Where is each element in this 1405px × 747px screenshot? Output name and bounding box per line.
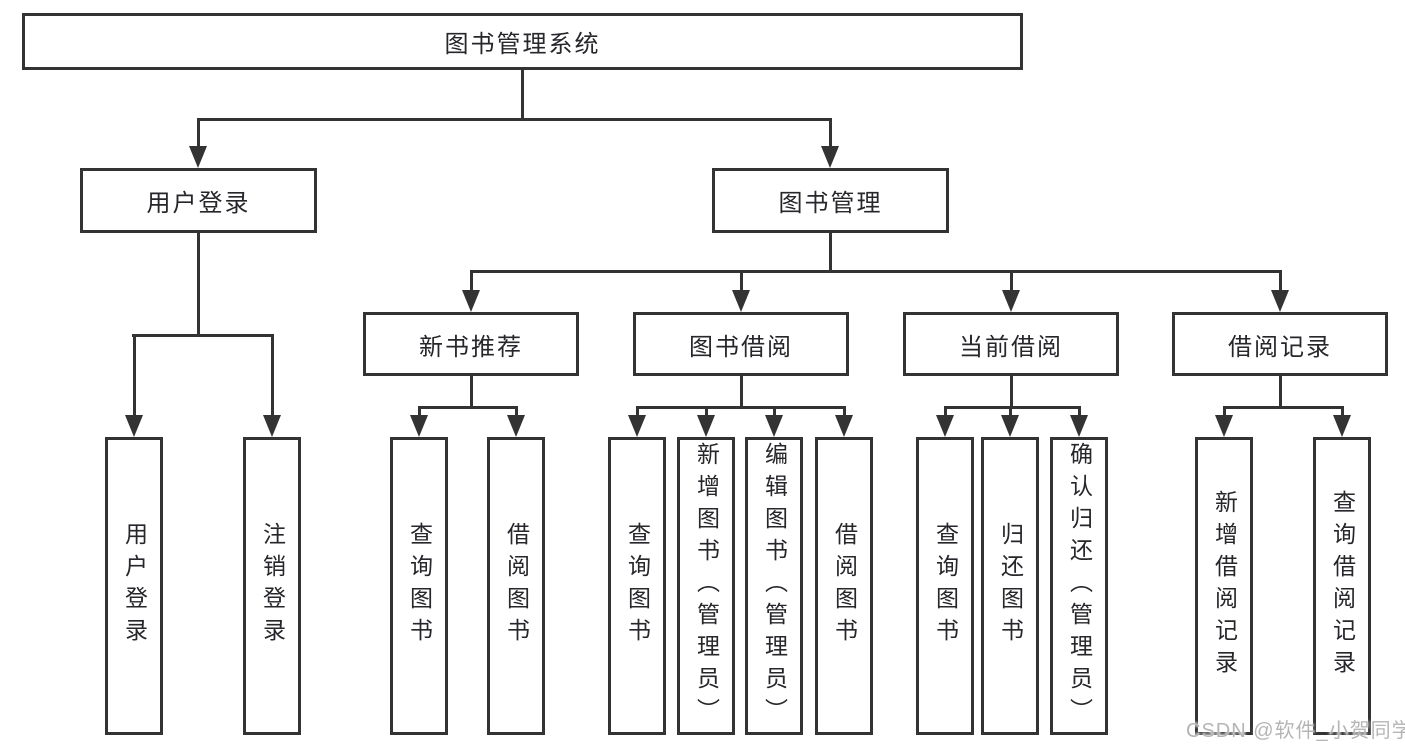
- arrow-down-icon: [507, 415, 525, 437]
- connector-line: [843, 406, 846, 420]
- connector-line: [197, 233, 200, 336]
- connector-line: [1010, 270, 1013, 292]
- connector-line: [636, 406, 639, 420]
- arrow-down-icon: [936, 415, 954, 437]
- node-label: 新书推荐: [419, 333, 523, 361]
- node-label: 查询图书: [406, 522, 433, 650]
- node-label: 图书借阅: [689, 333, 793, 361]
- node-label: 注销登录: [259, 522, 286, 650]
- node-label: 借阅记录: [1228, 333, 1332, 361]
- node-current-borrowing: 当前借阅: [903, 312, 1119, 376]
- node-label: 用户登录: [146, 190, 251, 217]
- connector-line: [197, 118, 832, 121]
- arrow-down-icon: [821, 146, 839, 168]
- arrow-down-icon: [765, 415, 783, 437]
- node-user-login: 用户登录: [80, 168, 317, 233]
- node-label: 图书管理系统: [444, 31, 601, 58]
- node-book-management: 图书管理: [712, 168, 949, 233]
- connector-line: [271, 334, 274, 418]
- arrow-down-icon: [1271, 290, 1289, 312]
- connector-line: [740, 375, 743, 408]
- node-label: 归还图书: [997, 522, 1024, 650]
- node-label: 确认归还（管理员）: [1066, 442, 1093, 730]
- connector-line: [1078, 406, 1081, 420]
- connector-line: [1279, 270, 1282, 292]
- node-label: 编辑图书（管理员）: [761, 442, 788, 730]
- node-label: 用户登录: [121, 522, 148, 650]
- arrow-down-icon: [1070, 415, 1088, 437]
- node-borrowing-records: 借阅记录: [1172, 312, 1388, 376]
- node-confirm-return-admin: 确认归还（管理员）: [1050, 437, 1108, 735]
- node-label: 查询借阅记录: [1329, 490, 1356, 682]
- watermark: CSDN @软件_小贺同学: [1186, 720, 1405, 742]
- arrow-down-icon: [697, 415, 715, 437]
- node-label: 借阅图书: [503, 522, 530, 650]
- connector-line: [470, 270, 473, 292]
- connector-line: [1009, 406, 1012, 420]
- connector-line: [773, 406, 776, 420]
- arrow-down-icon: [628, 415, 646, 437]
- connector-line: [418, 406, 421, 420]
- arrow-down-icon: [1001, 415, 1019, 437]
- connector-line: [418, 406, 518, 409]
- node-query-borrow-record: 查询借阅记录: [1313, 437, 1371, 735]
- arrow-down-icon: [125, 415, 143, 437]
- connector-line: [705, 406, 708, 420]
- node-return-book: 归还图书: [981, 437, 1039, 735]
- arrow-down-icon: [1002, 290, 1020, 312]
- arrow-down-icon: [1215, 415, 1233, 437]
- node-borrow-books-action: 借阅图书: [815, 437, 873, 735]
- node-library-system: 图书管理系统: [22, 13, 1023, 70]
- connector-line: [829, 118, 832, 152]
- arrow-down-icon: [410, 415, 428, 437]
- node-label: 查询图书: [624, 522, 651, 650]
- connector-line: [470, 270, 1282, 273]
- node-logout: 注销登录: [243, 437, 301, 735]
- node-query-books-borrow: 查询图书: [608, 437, 666, 735]
- connector-line: [1279, 375, 1282, 408]
- node-query-books-recommend: 查询图书: [390, 437, 448, 735]
- connector-line: [1341, 406, 1344, 420]
- node-label: 图书管理: [778, 190, 883, 217]
- connector-line: [132, 334, 274, 337]
- arrow-down-icon: [1333, 415, 1351, 437]
- node-add-book-admin: 新增图书（管理员）: [677, 437, 735, 735]
- node-add-borrow-record: 新增借阅记录: [1195, 437, 1253, 735]
- arrow-down-icon: [835, 415, 853, 437]
- node-user-login-action: 用户登录: [105, 437, 163, 735]
- connector-line: [470, 375, 473, 408]
- connector-line: [1010, 375, 1013, 408]
- node-label: 借阅图书: [831, 522, 858, 650]
- connector-line: [197, 118, 200, 152]
- connector-line: [1223, 406, 1344, 409]
- node-query-books-current: 查询图书: [916, 437, 974, 735]
- node-book-borrowing: 图书借阅: [633, 312, 849, 376]
- connector-line: [521, 69, 524, 120]
- arrow-down-icon: [462, 290, 480, 312]
- node-label: 当前借阅: [959, 333, 1063, 361]
- node-label: 查询图书: [932, 522, 959, 650]
- connector-line: [133, 334, 136, 418]
- node-borrow-books-recommend: 借阅图书: [487, 437, 545, 735]
- arrow-down-icon: [263, 415, 281, 437]
- connector-line: [1223, 406, 1226, 420]
- node-label: 新增借阅记录: [1211, 490, 1238, 682]
- connector-line: [829, 233, 832, 273]
- arrow-down-icon: [732, 290, 750, 312]
- connector-line: [515, 406, 518, 420]
- node-edit-book-admin: 编辑图书（管理员）: [745, 437, 803, 735]
- connector-line: [636, 406, 846, 409]
- node-new-book-recommendation: 新书推荐: [363, 312, 579, 376]
- connector-line: [740, 270, 743, 292]
- connector-line: [944, 406, 947, 420]
- connector-line: [944, 406, 1081, 409]
- node-label: 新增图书（管理员）: [693, 442, 720, 730]
- arrow-down-icon: [189, 146, 207, 168]
